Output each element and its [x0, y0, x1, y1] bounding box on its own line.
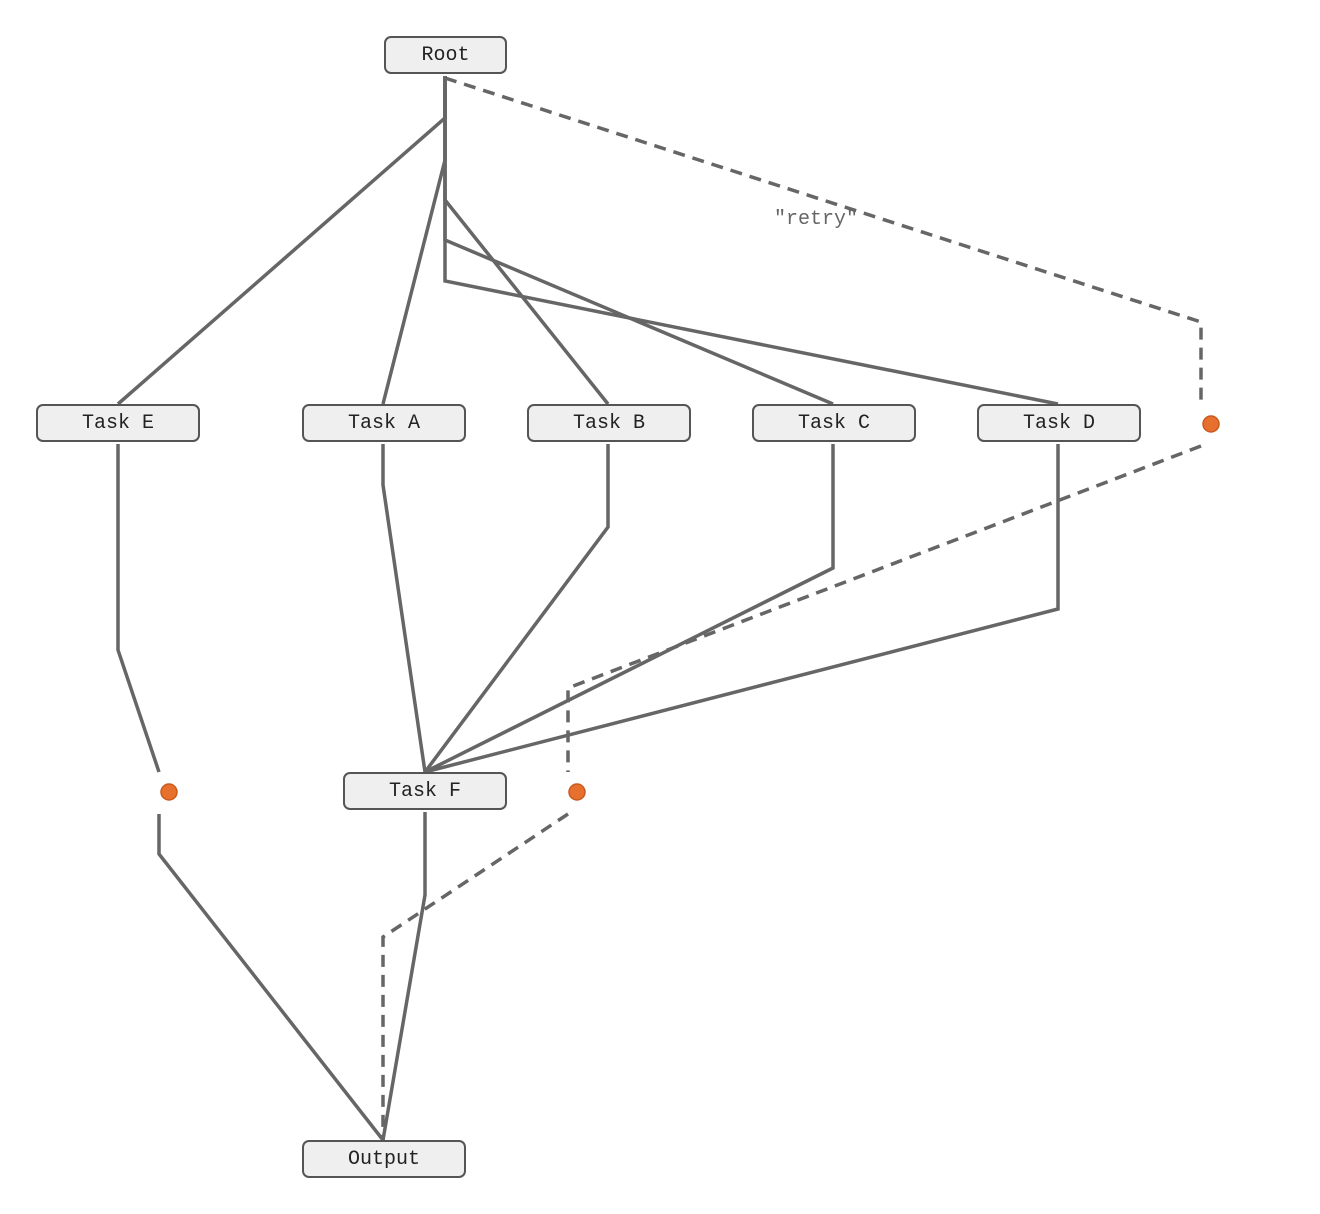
- edge-retry-dashed-3: [381, 812, 569, 1140]
- junction-dot: [568, 783, 586, 801]
- edge-task-d-task-f: [424, 444, 1060, 774]
- node-task-e[interactable]: Task E: [36, 404, 200, 442]
- edge-retry-dashed: [444, 76, 1203, 404]
- edge-task-b-task-f: [423, 444, 610, 774]
- edge-task-a-task-f: [381, 444, 427, 773]
- edge-root-task-b: [443, 76, 610, 406]
- edge-label-retry: "retry": [774, 208, 859, 231]
- edge-root-task-d: [443, 76, 1059, 406]
- edge-task-f-output: [381, 812, 427, 1141]
- node-task-d[interactable]: Task D: [977, 404, 1141, 442]
- node-task-f[interactable]: Task F: [343, 772, 507, 810]
- node-root[interactable]: Root: [384, 36, 507, 74]
- node-output[interactable]: Output: [302, 1140, 466, 1178]
- junction-dot: [160, 783, 178, 801]
- edge-retry-dashed-2: [566, 444, 1202, 772]
- edge-task-e-output: [116, 444, 161, 773]
- node-task-c[interactable]: Task C: [752, 404, 916, 442]
- node-task-b[interactable]: Task B: [527, 404, 691, 442]
- node-task-a[interactable]: Task A: [302, 404, 466, 442]
- edge-task-c-task-f: [424, 444, 835, 774]
- edge-root-task-c: [443, 76, 834, 406]
- junction-dot: [1202, 415, 1220, 433]
- edge-task-e-output-2: [157, 814, 385, 1142]
